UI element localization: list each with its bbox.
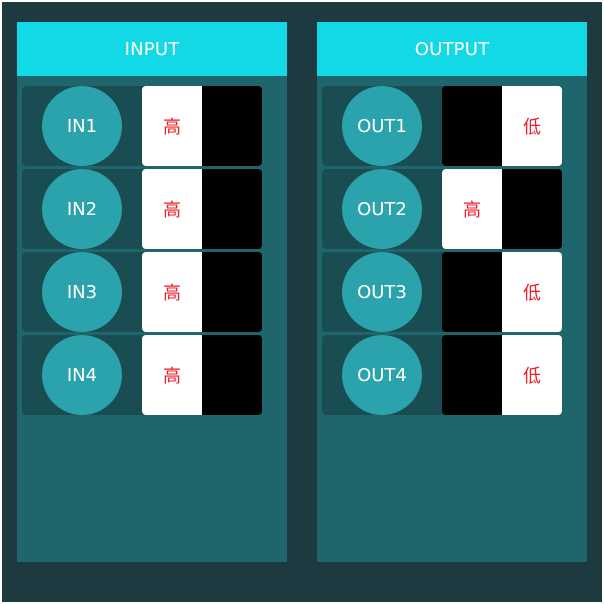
input-toggle-2-off bbox=[202, 169, 262, 249]
output-toggle-4-state: 低 bbox=[502, 335, 562, 415]
input-toggle-4-state: 高 bbox=[142, 335, 202, 415]
output-row-2: OUT2 高 bbox=[322, 169, 562, 249]
input-toggle-4[interactable]: 高 bbox=[142, 335, 262, 415]
output-toggle-2[interactable]: 高 bbox=[442, 169, 562, 249]
input-toggle-2-state: 高 bbox=[142, 169, 202, 249]
output-row-3: OUT3 低 bbox=[322, 252, 562, 332]
input-toggle-2[interactable]: 高 bbox=[142, 169, 262, 249]
output-list: OUT1 低 OUT2 高 OUT3 低 bbox=[322, 86, 562, 418]
output-toggle-3[interactable]: 低 bbox=[442, 252, 562, 332]
input-toggle-3-off bbox=[202, 252, 262, 332]
input-indicator-4[interactable]: IN4 bbox=[42, 335, 122, 415]
output-toggle-3-state: 低 bbox=[502, 252, 562, 332]
input-row-2: IN2 高 bbox=[22, 169, 262, 249]
input-list: IN1 高 IN2 高 IN3 高 bbox=[22, 86, 262, 418]
output-toggle-4-off bbox=[442, 335, 502, 415]
input-panel-title: INPUT bbox=[17, 22, 287, 76]
output-toggle-1[interactable]: 低 bbox=[442, 86, 562, 166]
output-indicator-2[interactable]: OUT2 bbox=[342, 169, 422, 249]
output-row-1: OUT1 低 bbox=[322, 86, 562, 166]
output-toggle-3-off bbox=[442, 252, 502, 332]
output-toggle-4[interactable]: 低 bbox=[442, 335, 562, 415]
input-row-3: IN3 高 bbox=[22, 252, 262, 332]
output-toggle-2-off bbox=[502, 169, 562, 249]
input-indicator-2[interactable]: IN2 bbox=[42, 169, 122, 249]
input-toggle-4-off bbox=[202, 335, 262, 415]
input-toggle-1-off bbox=[202, 86, 262, 166]
input-toggle-3[interactable]: 高 bbox=[142, 252, 262, 332]
input-toggle-1-state: 高 bbox=[142, 86, 202, 166]
input-row-4: IN4 高 bbox=[22, 335, 262, 415]
output-panel: OUTPUT OUT1 低 OUT2 高 OUT3 低 bbox=[317, 22, 587, 562]
output-indicator-4[interactable]: OUT4 bbox=[342, 335, 422, 415]
output-toggle-1-state: 低 bbox=[502, 86, 562, 166]
output-indicator-1[interactable]: OUT1 bbox=[342, 86, 422, 166]
output-panel-title: OUTPUT bbox=[317, 22, 587, 76]
output-toggle-1-off bbox=[442, 86, 502, 166]
input-indicator-3[interactable]: IN3 bbox=[42, 252, 122, 332]
input-toggle-1[interactable]: 高 bbox=[142, 86, 262, 166]
input-indicator-1[interactable]: IN1 bbox=[42, 86, 122, 166]
output-indicator-3[interactable]: OUT3 bbox=[342, 252, 422, 332]
input-panel: INPUT IN1 高 IN2 高 IN3 高 bbox=[17, 22, 287, 562]
input-toggle-3-state: 高 bbox=[142, 252, 202, 332]
output-toggle-2-state: 高 bbox=[442, 169, 502, 249]
input-row-1: IN1 高 bbox=[22, 86, 262, 166]
output-row-4: OUT4 低 bbox=[322, 335, 562, 415]
